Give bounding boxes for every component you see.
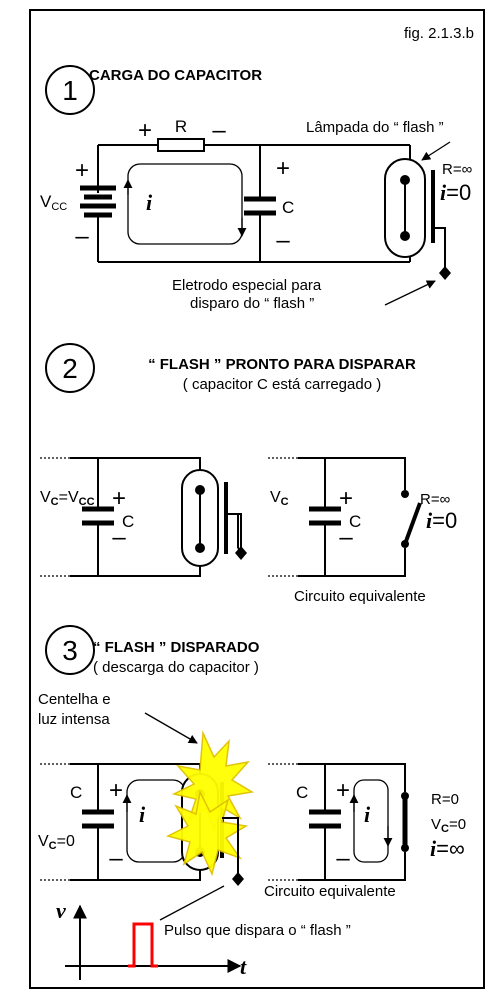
- ready-trigger-wire-2: [226, 513, 242, 552]
- charging-current-loop: [127, 163, 243, 245]
- open-switch-resistance: R=∞: [420, 491, 451, 508]
- battery-minus: –: [75, 223, 89, 250]
- trigger-electrode-tip: [439, 266, 451, 280]
- ready-capacitor-label: C: [122, 512, 134, 531]
- step-1-circle: [45, 65, 95, 115]
- fired-trigger-tip: [232, 872, 244, 886]
- step-2-circle: [45, 343, 95, 393]
- capacitor-label: C: [282, 198, 294, 217]
- section-2-subtitle: ( capacitor C está carregado ): [183, 376, 381, 393]
- source-voltage-label: VCC: [40, 192, 67, 213]
- lamp-label: Lâmpada do “ flash ”: [306, 119, 444, 136]
- capacitor-icon: [309, 809, 341, 829]
- step-1-number: 1: [62, 75, 78, 106]
- closed-switch-resistance: R=0: [431, 791, 459, 808]
- capacitor-plus: +: [276, 155, 290, 182]
- step-3-circle: [45, 625, 95, 675]
- section-3-fired: 3 “ FLASH ” DISPARADO ( descarga do capa…: [38, 625, 466, 980]
- charging-current-label: i: [146, 190, 153, 215]
- capacitor-minus: –: [276, 227, 290, 254]
- open-switch-current: i=0: [426, 508, 457, 533]
- closed-current-label: i: [364, 802, 371, 827]
- closed-equivalent-label: Circuito equivalente: [264, 883, 396, 900]
- closed-switch-voltage: VC=0: [431, 816, 466, 835]
- electrode-label-line2: disparo do “ flash ”: [190, 295, 314, 312]
- lamp-current: i=0: [440, 180, 471, 205]
- figure-frame: [29, 9, 485, 989]
- equivalent-voltage-label: VC: [270, 489, 289, 508]
- closed-cap-minus: –: [336, 845, 350, 872]
- capacitor-icon: [82, 809, 114, 829]
- resistor-plus: +: [138, 117, 152, 144]
- resistor-minus: –: [212, 117, 226, 144]
- spark-label-line2: luz intensa: [38, 711, 110, 728]
- capacitor-icon: [244, 196, 276, 216]
- step-3-number: 3: [62, 635, 78, 666]
- pulse-label-arrow: [159, 885, 225, 921]
- equivalent-cap-minus: –: [339, 524, 353, 551]
- electrode-label-arrow: [384, 280, 436, 306]
- lamp-resistance: R=∞: [442, 161, 473, 178]
- electrode-label-line1: Eletrodo especial para: [172, 277, 322, 294]
- closed-switch-icon: [401, 792, 409, 852]
- discharge-capacitor-label: C: [70, 783, 82, 802]
- discharge-cap-minus: –: [109, 845, 123, 872]
- ready-cap-plus: +: [112, 485, 126, 512]
- spark-label-arrow: [144, 712, 198, 744]
- resistor-label: R: [175, 117, 187, 136]
- ready-cap-minus: –: [112, 524, 126, 551]
- equivalent-cap-plus: +: [339, 485, 353, 512]
- discharge-circuit-wires: [70, 763, 201, 881]
- section-2-ready: 2 “ FLASH ” PRONTO PARA DISPARAR ( capac…: [40, 343, 457, 605]
- ready-voltage-label: VC=VCC: [40, 489, 95, 508]
- capacitor-icon: [82, 506, 114, 526]
- ready-circuit-wires: [70, 457, 201, 577]
- equivalent-capacitor-label: C: [349, 512, 361, 531]
- step-2-number: 2: [62, 353, 78, 384]
- closed-capacitor-label: C: [296, 783, 308, 802]
- closed-circuit-wires: [298, 763, 406, 881]
- figure-label: fig. 2.1.3.b: [404, 25, 474, 42]
- discharge-current-label: i: [139, 802, 146, 827]
- flash-lamp-icon: [384, 158, 435, 258]
- section-1-charging: 1 CARGA DO CAPACITOR R + – + – VCC i C +: [40, 65, 473, 312]
- section-3-subtitle: ( descarga do capacitor ): [93, 659, 259, 676]
- equivalent-circuit-label: Circuito equivalente: [294, 588, 426, 605]
- battery-icon: [80, 185, 116, 218]
- trigger-pulse: [128, 922, 158, 968]
- spark-icon: [165, 730, 255, 877]
- resistor: [157, 138, 205, 152]
- discharge-cap-plus: +: [109, 777, 123, 804]
- section-3-title: “ FLASH ” DISPARADO: [93, 639, 260, 656]
- flash-lamp-icon: [181, 469, 228, 567]
- fired-trigger-wire: [222, 817, 239, 878]
- pulse-t-label: t: [240, 954, 247, 979]
- capacitor-icon: [309, 506, 341, 526]
- closed-switch-current: i=∞: [430, 836, 465, 861]
- trigger-electrode-wire: [433, 227, 446, 272]
- open-switch-icon: [401, 490, 422, 548]
- section-1-title: CARGA DO CAPACITOR: [89, 67, 262, 84]
- closed-current-loop: [353, 779, 389, 863]
- closed-cap-plus: +: [336, 777, 350, 804]
- pulse-label: Pulso que dispara o “ flash ”: [164, 922, 351, 939]
- battery-plus: +: [75, 157, 89, 184]
- section-2-title: “ FLASH ” PRONTO PARA DISPARAR: [148, 356, 416, 373]
- spark-label-line1: Centelha e: [38, 691, 111, 708]
- discharge-voltage-label: VC=0: [38, 833, 75, 852]
- equivalent-circuit-wires: [298, 457, 406, 577]
- pulse-v-label: v: [56, 898, 66, 923]
- lamp-label-arrow: [421, 141, 451, 161]
- ready-trigger-tip: [235, 546, 247, 560]
